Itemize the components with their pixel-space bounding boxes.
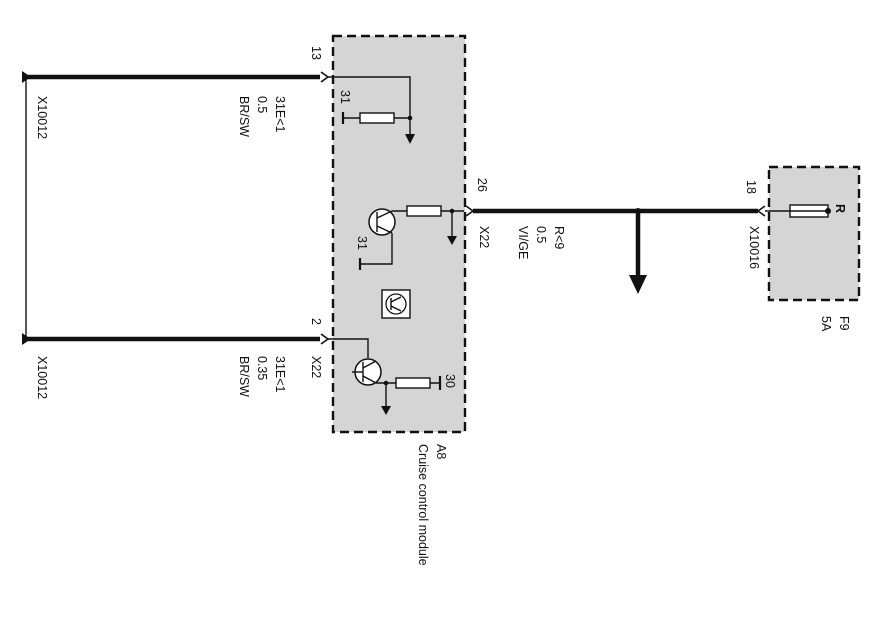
fuse-id-label: F9 (837, 316, 851, 331)
fuse-box (767, 165, 861, 302)
transistor-middle (368, 208, 396, 236)
gauge-label-top: 0.5 (255, 96, 269, 113)
color-label-top: BR/SW (237, 96, 251, 137)
pin-number-2: 2 (309, 318, 323, 325)
fuse-terminal-label: R (833, 204, 847, 213)
ground-label-31-mid: 31 (355, 236, 369, 250)
wire-top-left (22, 71, 320, 83)
resistor-middle (406, 205, 442, 217)
pin-number-18: 18 (744, 180, 758, 194)
connector-arrow-2 (320, 333, 330, 345)
pin-number-13: 13 (309, 46, 323, 60)
circuit-label-top: 31E<1 (273, 96, 287, 133)
wire-right (465, 205, 766, 294)
fuse-symbol (765, 204, 831, 218)
cruise-control-module-box (331, 34, 467, 434)
ground-label-31-top: 31 (338, 90, 352, 104)
fuse-rating-label: 5A (819, 316, 833, 332)
internal-circuit-middle (358, 205, 464, 270)
connector-label-x10012-bottom: X10012 (35, 356, 49, 399)
power-label-30: 30 (443, 374, 457, 388)
gauge-label-bottom: 0.35 (255, 356, 269, 380)
circuit-label-bottom: 31E<1 (273, 356, 287, 393)
internal-circuit-bottom (328, 338, 442, 415)
connector-arrow-13 (320, 71, 330, 83)
color-label-bottom: BR/SW (237, 356, 251, 397)
module-id-label: A8 (434, 444, 448, 459)
color-label-right: VI/GE (516, 226, 530, 259)
module-connector-label-x22-right: X22 (477, 226, 491, 248)
resistor-bottom (395, 377, 431, 389)
fuse-connector-label: X10016 (747, 226, 761, 269)
module-connector-label-x22-left: X22 (309, 356, 323, 378)
internal-circuit-top (328, 76, 415, 144)
internal-symbol (381, 289, 411, 319)
branch-arrow (629, 275, 647, 294)
wire-bottom-left (22, 333, 320, 345)
connector-label-x10012-top: X10012 (35, 96, 49, 139)
pin-number-26: 26 (475, 178, 489, 192)
module-name-label: Cruise control module (416, 444, 430, 566)
circuit-label-right: R<9 (552, 226, 566, 249)
resistor-top (359, 112, 395, 124)
connector-arrow-18 (756, 205, 766, 217)
gauge-label-right: 0.5 (534, 226, 548, 243)
